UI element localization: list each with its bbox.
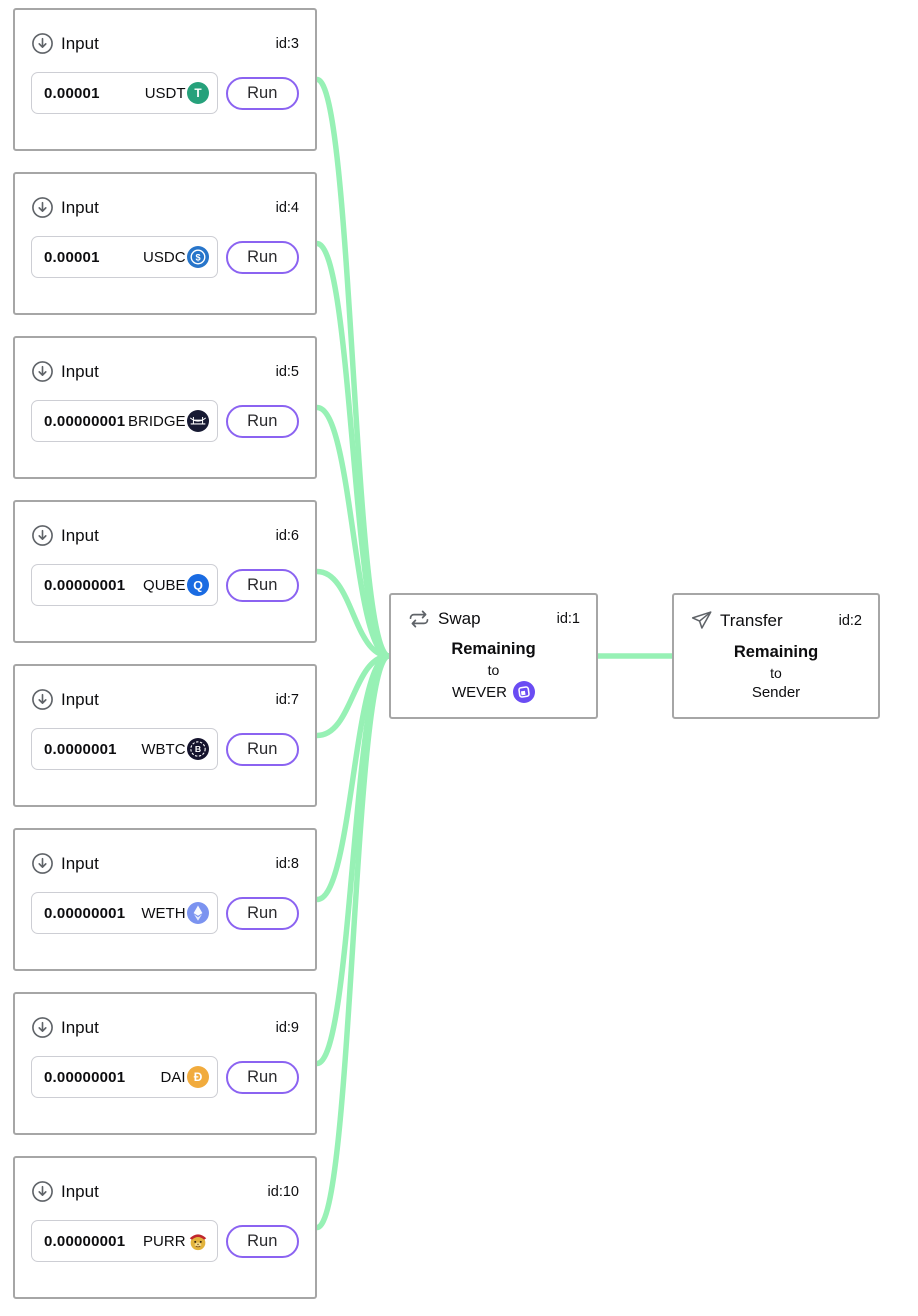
swap-node[interactable]: Swap id:1 Remaining to WEVER — [389, 593, 598, 719]
dai-icon: Ð — [186, 1066, 209, 1088]
amount-input[interactable]: 0.00000001 BRIDGE — [31, 400, 218, 442]
amount-value: 0.00000001 — [44, 576, 126, 594]
node-title: Input — [61, 853, 99, 873]
node-id: id:9 — [275, 1019, 299, 1036]
amount-input[interactable]: 0.00000001 DAI Ð — [31, 1056, 218, 1098]
wbtc-icon: B — [186, 738, 209, 760]
node-id: id:10 — [267, 1183, 299, 1200]
purr-icon — [187, 1230, 209, 1252]
bridge-icon — [186, 410, 209, 432]
node-id: id:8 — [275, 855, 299, 872]
amount-value: 0.00000001 — [44, 1068, 126, 1086]
input-node[interactable]: Input id:5 0.00000001 BRIDGE Run — [13, 336, 317, 479]
amount-input[interactable]: 0.0000001 WBTC B — [31, 728, 218, 770]
svg-text:T: T — [194, 86, 202, 100]
run-button[interactable]: Run — [225, 1224, 299, 1258]
amount-input[interactable]: 0.00001 USDC $ — [31, 236, 218, 278]
input-node[interactable]: Input id:6 0.00000001 QUBE Q Run — [13, 500, 317, 643]
amount-value: 0.00001 — [44, 248, 100, 266]
run-button[interactable]: Run — [225, 568, 299, 602]
token-label: USDT — [144, 84, 186, 102]
amount-value: 0.00001 — [44, 84, 100, 102]
weth-icon — [186, 902, 209, 924]
amount-value: 0.00000001 — [44, 1232, 126, 1250]
node-id: id:1 — [556, 611, 580, 627]
transfer-recipient: Sender — [751, 684, 801, 701]
token-label: WETH — [141, 904, 186, 922]
input-node[interactable]: Input id:9 0.00000001 DAI Ð Run — [13, 992, 317, 1135]
token-label: USDC — [143, 248, 186, 266]
node-title: Input — [61, 33, 99, 53]
amount-input[interactable]: 0.00000001 QUBE Q — [31, 564, 218, 606]
node-id: id:2 — [838, 612, 862, 629]
arrow-down-circle-icon — [31, 196, 54, 219]
token-label: PURR — [143, 1232, 186, 1250]
input-node[interactable]: Input id:10 0.00000001 PURR Run — [13, 1156, 317, 1299]
swap-amount-label: Remaining — [451, 640, 536, 658]
qube-icon: Q — [186, 574, 209, 596]
node-title: Input — [61, 1017, 99, 1037]
run-button[interactable]: Run — [225, 404, 299, 438]
input-node[interactable]: Input id:7 0.0000001 WBTC B Run — [13, 664, 317, 807]
arrow-down-circle-icon — [31, 852, 54, 875]
run-button[interactable]: Run — [225, 76, 299, 110]
swap-to-label: to — [487, 662, 500, 678]
token-label: DAI — [160, 1068, 186, 1086]
usdt-icon: T — [186, 82, 209, 104]
run-button[interactable]: Run — [225, 240, 299, 274]
node-title: Transfer — [720, 610, 783, 630]
arrow-down-circle-icon — [31, 524, 54, 547]
token-label: WBTC — [141, 740, 186, 758]
arrow-down-circle-icon — [31, 1016, 54, 1039]
amount-value: 0.00000001 — [44, 412, 126, 430]
arrow-down-circle-icon — [31, 1180, 54, 1203]
token-label: QUBE — [143, 576, 186, 594]
transfer-to-label: to — [770, 665, 782, 681]
run-button[interactable]: Run — [225, 732, 299, 766]
arrow-down-circle-icon — [31, 32, 54, 55]
arrow-down-circle-icon — [31, 360, 54, 383]
node-title: Input — [61, 1181, 99, 1201]
amount-input[interactable]: 0.00001 USDT T — [31, 72, 218, 114]
wever-icon — [513, 681, 535, 703]
svg-text:Q: Q — [193, 578, 203, 592]
amount-input[interactable]: 0.00000001 PURR — [31, 1220, 218, 1262]
svg-text:B: B — [194, 744, 200, 754]
node-title: Input — [61, 689, 99, 709]
usdc-icon: $ — [186, 246, 209, 268]
node-title: Input — [61, 361, 99, 381]
run-button[interactable]: Run — [225, 896, 299, 930]
node-title: Input — [61, 197, 99, 217]
swap-arrows-icon — [407, 609, 431, 629]
paper-plane-icon — [690, 609, 713, 632]
node-title: Swap — [438, 609, 481, 628]
swap-target-token: WEVER — [451, 683, 507, 701]
node-id: id:4 — [275, 199, 299, 216]
run-button[interactable]: Run — [225, 1060, 299, 1094]
input-node[interactable]: Input id:4 0.00001 USDC $ Run — [13, 172, 317, 315]
node-title: Input — [61, 525, 99, 545]
node-id: id:5 — [275, 363, 299, 380]
transfer-amount-label: Remaining — [733, 643, 819, 661]
node-id: id:6 — [275, 527, 299, 544]
node-id: id:7 — [275, 691, 299, 708]
svg-text:$: $ — [195, 252, 200, 262]
transfer-node[interactable]: Transfer id:2 Remaining to Sender — [672, 593, 880, 719]
input-node[interactable]: Input id:8 0.00000001 WETH Run — [13, 828, 317, 971]
amount-value: 0.0000001 — [44, 740, 117, 758]
amount-value: 0.00000001 — [44, 904, 126, 922]
input-node[interactable]: Input id:3 0.00001 USDT T Run — [13, 8, 317, 151]
node-id: id:3 — [275, 35, 299, 52]
svg-text:Ð: Ð — [193, 1070, 202, 1084]
token-label: BRIDGE — [128, 412, 186, 430]
amount-input[interactable]: 0.00000001 WETH — [31, 892, 218, 934]
arrow-down-circle-icon — [31, 688, 54, 711]
